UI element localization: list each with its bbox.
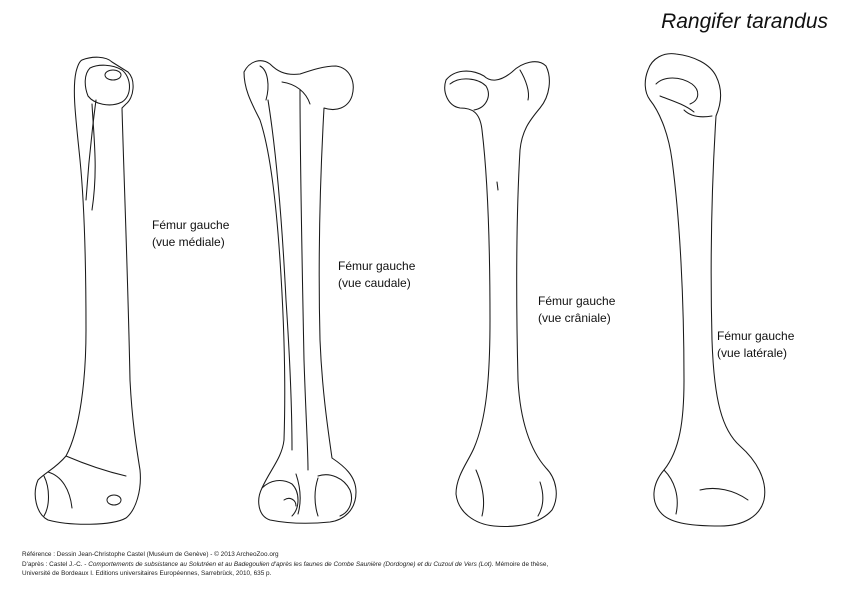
source-line: D'après : Castel J.-C. - Comportements d… <box>22 560 822 570</box>
reference-line: Référence : Dessin Jean-Christophe Caste… <box>22 551 279 558</box>
caption-lateral-view: Fémur gauche (vue latérale) <box>717 328 794 362</box>
caption-cranial-line1: Fémur gauche <box>538 294 616 308</box>
femur-lateral-view-drawing <box>644 53 766 527</box>
caption-medial-line1: Fémur gauche <box>152 218 230 232</box>
femur-medial-view-drawing <box>34 56 141 525</box>
femur-cranial-view-drawing <box>444 61 557 527</box>
caption-medial-view: Fémur gauche (vue médiale) <box>152 217 229 251</box>
source-title: Comportements de subsistance au Solutrée… <box>88 560 492 568</box>
caption-caudal-line2: (vue caudale) <box>338 276 411 290</box>
caption-cranial-view: Fémur gauche (vue crâniale) <box>538 293 615 327</box>
caption-caudal-view: Fémur gauche (vue caudale) <box>338 258 415 292</box>
caption-lateral-line1: Fémur gauche <box>717 329 795 343</box>
femur-caudal-view-drawing <box>243 60 357 524</box>
species-title: Rangifer tarandus <box>661 10 828 33</box>
caption-lateral-line2: (vue latérale) <box>717 346 788 360</box>
source-suffix: . Mémoire de thèse, <box>491 560 549 568</box>
source-line-2: Université de Bordeaux I. Editions unive… <box>22 570 272 578</box>
caption-caudal-line1: Fémur gauche <box>338 259 416 273</box>
caption-medial-line2: (vue médiale) <box>152 235 225 249</box>
reference-footer: Référence : Dessin Jean-Christophe Caste… <box>22 550 822 579</box>
caption-cranial-line2: (vue crâniale) <box>538 311 611 325</box>
source-prefix: D'après : Castel J.-C. - <box>22 560 89 568</box>
